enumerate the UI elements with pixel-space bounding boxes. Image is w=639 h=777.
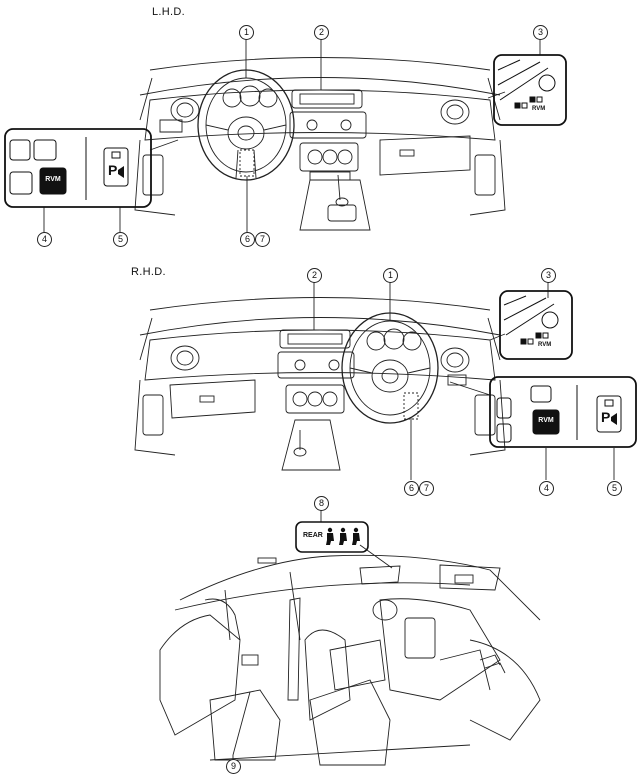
- lhd-callout-2: 2: [314, 25, 329, 40]
- rhd-callout-7: 7: [419, 481, 434, 496]
- rhd-rvm-indicator-label: RVM: [538, 342, 552, 348]
- seated-person-icon: [339, 527, 347, 545]
- lhd-parking-sensor-switch-icon: P: [108, 162, 118, 178]
- rhd-callout-1: 1: [383, 268, 398, 283]
- lhd-callout-3: 3: [533, 25, 548, 40]
- rhd-callout-2: 2: [307, 268, 322, 283]
- rhd-callout-6: 6: [404, 481, 419, 496]
- lhd-callout-7: 7: [255, 232, 270, 247]
- seated-person-icon: [326, 527, 334, 545]
- rhd-callout-4: 4: [539, 481, 554, 496]
- lhd-callout-5: 5: [113, 232, 128, 247]
- seated-person-icon: [352, 527, 360, 545]
- rhd-callout-3: 3: [541, 268, 556, 283]
- lhd-callout-1: 1: [239, 25, 254, 40]
- rhd-section-label: R.H.D.: [131, 266, 166, 278]
- rhd-callout-5: 5: [607, 481, 622, 496]
- lhd-callout-6: 6: [240, 232, 255, 247]
- lhd-callout-4: 4: [37, 232, 52, 247]
- rear-seatbelt-label: REAR: [303, 532, 323, 539]
- lhd-rvm-indicator-label: RVM: [532, 106, 546, 112]
- rhd-rvm-switch-icon: RVM: [538, 417, 554, 424]
- rhd-parking-sensor-switch-icon: P: [601, 409, 611, 425]
- cabin-callout-9: 9: [226, 759, 241, 774]
- lhd-rvm-switch-icon: RVM: [45, 176, 61, 183]
- cabin-callout-8: 8: [314, 496, 329, 511]
- lhd-section-label: L.H.D.: [152, 6, 185, 18]
